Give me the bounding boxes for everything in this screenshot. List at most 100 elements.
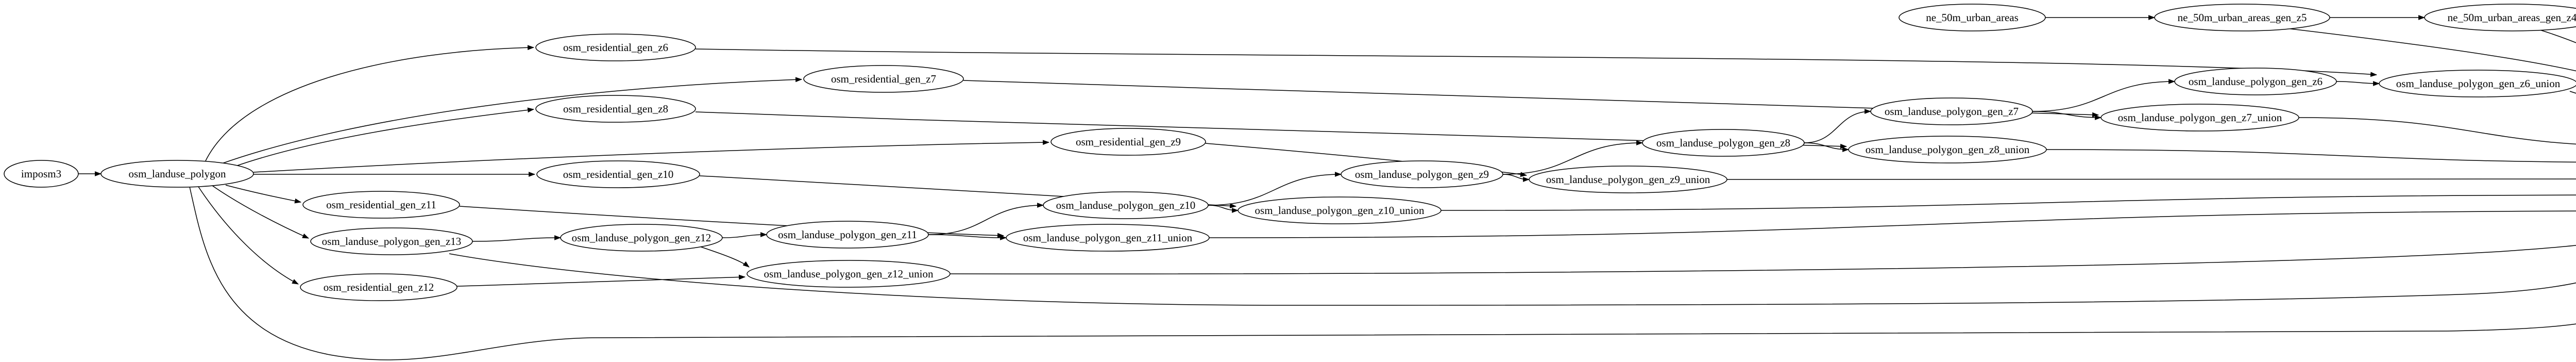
- edges-layer: [78, 15, 2576, 360]
- node-ellipse-ne_50m_urban_areas_gen_z4: [2424, 4, 2576, 31]
- node-label-ne_50m_urban_areas: ne_50m_urban_areas: [1926, 11, 2019, 24]
- node-label-osm_landuse_polygon_gen_z11: osm_landuse_polygon_gen_z11: [778, 228, 917, 241]
- node-ellipse-osm_residential_gen_z11: [302, 191, 460, 219]
- nodes-layer: imposm3 osm_landuse_polygon osm_residentia…: [4, 4, 2576, 301]
- node-label-ne_50m_urban_areas_gen_z5: ne_50m_urban_areas_gen_z5: [2178, 11, 2307, 24]
- node-label-osm_landuse_polygon_gen_z6: osm_landuse_polygon_gen_z6: [2189, 75, 2323, 88]
- edge-osm_landuse_polygon_gen_z10_union-to-layer_landuse-z10: [1440, 194, 2576, 211]
- node-label-osm_landuse_polygon_gen_z7: osm_landuse_polygon_gen_z7: [1885, 105, 2019, 118]
- node-label-osm_landuse_polygon_gen_z12: osm_landuse_polygon_gen_z12: [572, 232, 711, 244]
- node-ellipse-osm_landuse_polygon: [100, 160, 254, 188]
- edge-osm_residential_gen_z11-to-osm_landuse_polygon_gen_z11_union: [459, 206, 1005, 238]
- edge-osm_landuse_polygon-to-osm_landuse_polygon_gen_z13: [212, 185, 309, 239]
- edge-osm_landuse_polygon_gen_z8_union-to-layer_landuse-z8: [2046, 149, 2576, 163]
- node-label-osm_residential_gen_z12: osm_residential_gen_z12: [324, 281, 434, 293]
- node-osm_landuse_polygon_gen_z12: osm_landuse_polygon_gen_z12: [560, 224, 723, 252]
- node-label-osm_landuse_polygon: osm_landuse_polygon: [129, 168, 226, 180]
- edge-osm_landuse_polygon-to-layer_landuse-z14-: [189, 186, 2576, 360]
- edge-osm_landuse_polygon_gen_z7-to-osm_landuse_polygon_gen_z6: [2032, 79, 2176, 112]
- edge-osm_landuse_polygon_gen_z12-to-osm_landuse_polygon_gen_z12_union: [699, 246, 750, 268]
- node-ne_50m_urban_areas: ne_50m_urban_areas: [1899, 4, 2046, 31]
- node-label-osm_landuse_polygon_gen_z7_union: osm_landuse_polygon_gen_z7_union: [2118, 111, 2282, 124]
- node-osm_landuse_polygon_gen_z11: osm_landuse_polygon_gen_z11: [766, 221, 929, 249]
- edge-osm_landuse_polygon-to-osm_residential_gen_z11: [225, 185, 302, 204]
- node-label-osm_residential_gen_z6: osm_residential_gen_z6: [563, 41, 668, 54]
- node-label-osm_residential_gen_z10: osm_residential_gen_z10: [563, 168, 674, 180]
- node-ellipse-osm_landuse_polygon_gen_z10: [1043, 191, 1209, 219]
- node-osm_residential_gen_z9: osm_residential_gen_z9: [1050, 128, 1206, 156]
- node-label-osm_landuse_polygon_gen_z9: osm_landuse_polygon_gen_z9: [1355, 168, 1489, 180]
- node-label-osm_landuse_polygon_gen_z8: osm_landuse_polygon_gen_z8: [1656, 137, 1790, 149]
- node-ellipse-osm_residential_gen_z12: [300, 273, 457, 301]
- node-osm_landuse_polygon_gen_z10_union: osm_landuse_polygon_gen_z10_union: [1238, 196, 1442, 224]
- node-label-osm_landuse_polygon_gen_z10: osm_landuse_polygon_gen_z10: [1056, 199, 1196, 211]
- edge-osm_landuse_polygon_gen_z11_union-to-layer_landuse-z11: [1209, 210, 2576, 238]
- edge-osm_landuse_polygon_gen_z6_union-to-layer_landuse-z6: [2569, 91, 2576, 94]
- node-osm_landuse_polygon: osm_landuse_polygon: [100, 160, 254, 188]
- node-ellipse-osm_landuse_polygon_gen_z8_union: [1848, 136, 2047, 163]
- node-ellipse-osm_residential_gen_z9: [1050, 128, 1206, 156]
- edge-osm_landuse_polygon_gen_z12-to-osm_landuse_polygon_gen_z11: [722, 232, 768, 238]
- node-ellipse-osm_residential_gen_z10: [536, 160, 700, 188]
- edge-osm_residential_gen_z6-to-osm_landuse_polygon_gen_z6_union: [695, 48, 2378, 77]
- node-osm_residential_gen_z7: osm_residential_gen_z7: [803, 65, 964, 93]
- node-osm_landuse_polygon_gen_z8: osm_landuse_polygon_gen_z8: [1642, 129, 1805, 157]
- node-ne_50m_urban_areas_gen_z4: ne_50m_urban_areas_gen_z4: [2424, 4, 2576, 31]
- edge-osm_landuse_polygon_gen_z11-to-osm_landuse_polygon_gen_z11_union: [928, 234, 1007, 240]
- node-imposm3: imposm3: [4, 160, 79, 188]
- node-label-ne_50m_urban_areas_gen_z4: ne_50m_urban_areas_gen_z4: [2448, 11, 2576, 24]
- node-label-osm_landuse_polygon_gen_z12_union: osm_landuse_polygon_gen_z12_union: [764, 268, 934, 280]
- node-osm_landuse_polygon_gen_z9_union: osm_landuse_polygon_gen_z9_union: [1529, 166, 1727, 193]
- node-ellipse-imposm3: [4, 160, 79, 188]
- edge-osm_landuse_polygon_gen_z7-to-osm_landuse_polygon_gen_z7_union: [2032, 111, 2102, 120]
- edge-osm_landuse_polygon_gen_z10-to-osm_landuse_polygon_gen_z10_union: [1208, 205, 1239, 213]
- node-ellipse-osm_landuse_polygon_gen_z9_union: [1529, 166, 1727, 193]
- edge-osm_landuse_polygon_gen_z7_union-to-layer_landuse-z7: [2298, 117, 2576, 145]
- node-label-osm_residential_gen_z7: osm_residential_gen_z7: [831, 73, 936, 85]
- edge-osm_landuse_polygon-to-osm_residential_gen_z9: [253, 140, 1050, 173]
- node-osm_landuse_polygon_gen_z9: osm_landuse_polygon_gen_z9: [1341, 160, 1503, 188]
- node-osm_residential_gen_z8: osm_residential_gen_z8: [535, 95, 696, 123]
- node-osm_landuse_polygon_gen_z12_union: osm_landuse_polygon_gen_z12_union: [747, 260, 951, 288]
- edge-osm_landuse_polygon-to-osm_residential_gen_z8: [234, 107, 535, 167]
- node-label-osm_landuse_polygon_gen_z11_union: osm_landuse_polygon_gen_z11_union: [1023, 232, 1193, 244]
- node-ellipse-osm_landuse_polygon_gen_z7: [1870, 97, 2033, 125]
- node-ne_50m_urban_areas_gen_z5: ne_50m_urban_areas_gen_z5: [2154, 4, 2330, 31]
- node-ellipse-osm_residential_gen_z8: [535, 95, 696, 123]
- edge-osm_landuse_polygon-to-osm_residential_gen_z7: [220, 77, 803, 164]
- node-ellipse-osm_residential_gen_z6: [535, 34, 696, 61]
- edge-osm_landuse_polygon_gen_z13-to-osm_landuse_polygon_gen_z12: [472, 235, 562, 242]
- node-ellipse-osm_landuse_polygon_gen_z7_union: [2100, 104, 2299, 131]
- node-osm_residential_gen_z6: osm_residential_gen_z6: [535, 34, 696, 61]
- node-label-osm_landuse_polygon_gen_z10_union: osm_landuse_polygon_gen_z10_union: [1255, 204, 1425, 217]
- node-label-osm_residential_gen_z11: osm_residential_gen_z11: [326, 199, 436, 211]
- node-ellipse-osm_landuse_polygon_gen_z11: [766, 221, 929, 249]
- node-ellipse-osm_landuse_polygon_gen_z13: [310, 227, 473, 255]
- node-osm_landuse_polygon_gen_z6_union: osm_landuse_polygon_gen_z6_union: [2379, 70, 2576, 97]
- edge-osm_landuse_polygon_gen_z12_union-to-layer_landuse-z12: [946, 245, 2576, 274]
- node-osm_landuse_polygon_gen_z7: osm_landuse_polygon_gen_z7: [1870, 97, 2033, 125]
- node-label-osm_landuse_polygon_gen_z13: osm_landuse_polygon_gen_z13: [322, 235, 462, 248]
- node-osm_landuse_polygon_gen_z8_union: osm_landuse_polygon_gen_z8_union: [1848, 136, 2047, 163]
- node-osm_residential_gen_z11: osm_residential_gen_z11: [302, 191, 460, 219]
- node-osm_landuse_polygon_gen_z7_union: osm_landuse_polygon_gen_z7_union: [2100, 104, 2299, 131]
- node-ellipse-osm_landuse_polygon_gen_z10_union: [1238, 196, 1442, 224]
- edge-osm_landuse_polygon-to-osm_residential_gen_z6: [205, 45, 535, 162]
- node-osm_landuse_polygon_gen_z11_union: osm_landuse_polygon_gen_z11_union: [1006, 224, 1210, 252]
- node-label-osm_landuse_polygon_gen_z9_union: osm_landuse_polygon_gen_z9_union: [1546, 173, 1710, 186]
- node-ellipse-osm_landuse_polygon_gen_z6_union: [2379, 70, 2576, 97]
- node-osm_residential_gen_z10: osm_residential_gen_z10: [536, 160, 700, 188]
- node-label-osm_residential_gen_z8: osm_residential_gen_z8: [563, 103, 668, 115]
- edge-osm_landuse_polygon-to-osm_residential_gen_z12: [198, 186, 299, 285]
- node-ellipse-osm_landuse_polygon_gen_z12_union: [747, 260, 951, 288]
- node-label-osm_landuse_polygon_gen_z6_union: osm_landuse_polygon_gen_z6_union: [2396, 77, 2561, 90]
- node-ellipse-osm_landuse_polygon_gen_z6: [2174, 68, 2337, 95]
- node-osm_landuse_polygon_gen_z13: osm_landuse_polygon_gen_z13: [310, 227, 473, 255]
- node-ellipse-ne_50m_urban_areas_gen_z5: [2154, 4, 2330, 31]
- node-ellipse-ne_50m_urban_areas: [1899, 4, 2046, 31]
- edge-ne_50m_urban_areas_gen_z5-to-layer_landuse-z5: [2286, 28, 2576, 72]
- node-label-imposm3: imposm3: [21, 168, 61, 180]
- node-ellipse-osm_landuse_polygon_gen_z11_union: [1006, 224, 1210, 252]
